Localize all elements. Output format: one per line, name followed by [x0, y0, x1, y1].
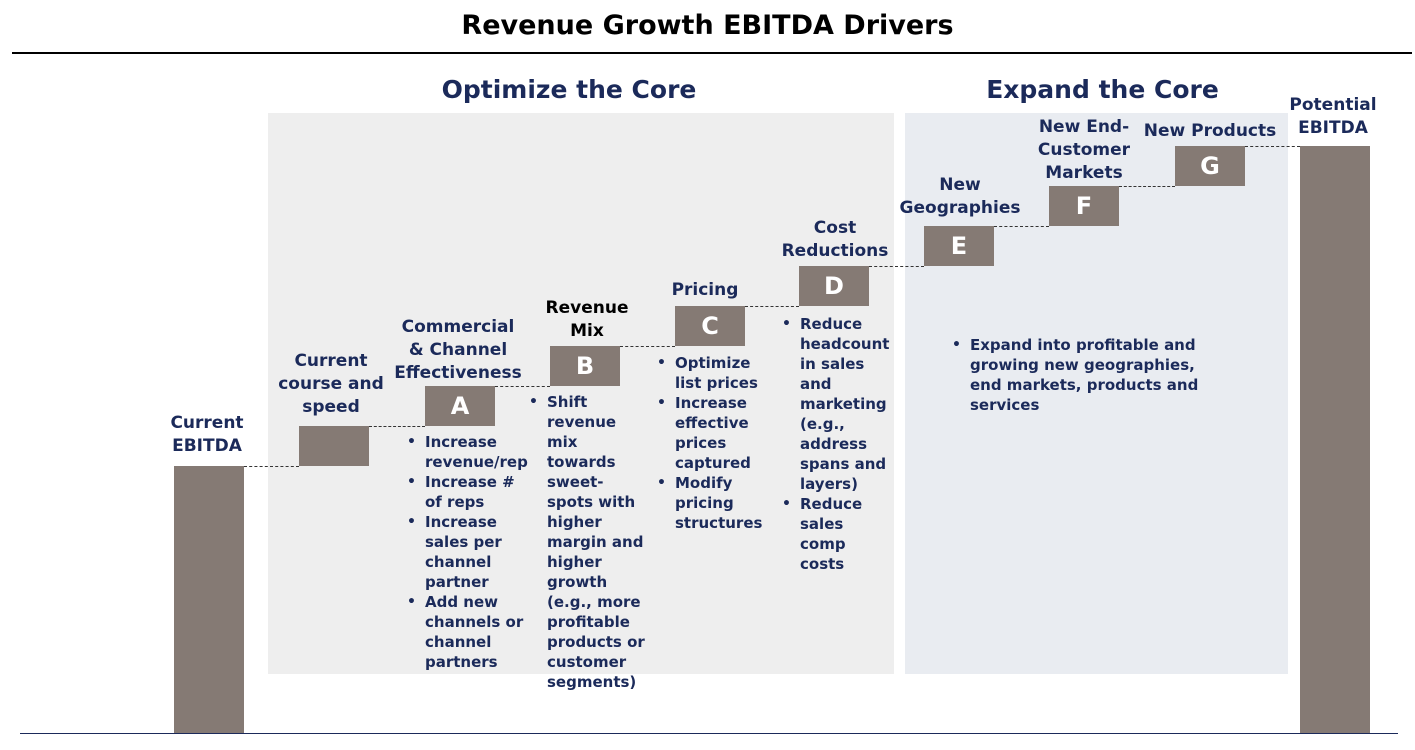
label-line: Mix: [570, 321, 604, 341]
step-f-label: New End- Customer Markets: [1004, 116, 1164, 185]
connector-line: [1245, 146, 1300, 147]
connector-line: [620, 346, 675, 347]
step-b-bullets: Shift revenue mix towards sweet-spots wi…: [528, 392, 646, 692]
current-course-label: Current course and speed: [251, 350, 411, 419]
step-letter: C: [701, 312, 719, 340]
bullet-item: Reduce sales comp costs: [781, 494, 893, 574]
connector-line: [369, 426, 425, 427]
step-letter: G: [1200, 152, 1220, 180]
connector-line: [1119, 186, 1175, 187]
section-title-optimize: Optimize the Core: [441, 75, 697, 104]
label-line: Cost: [813, 218, 857, 238]
label-line: & Channel: [408, 340, 508, 360]
step-letter: D: [824, 272, 844, 300]
label-line: Potential: [1289, 95, 1377, 115]
step-e-label: New Geographies: [880, 174, 1040, 220]
step-d-block: D: [799, 266, 869, 306]
bullet-item: Optimize list prices: [656, 353, 761, 393]
step-letter: B: [575, 352, 595, 380]
label-line: Commercial: [401, 317, 515, 337]
step-letter: E: [950, 232, 968, 260]
connector-line: [745, 306, 799, 307]
step-g-block: G: [1175, 146, 1245, 186]
connector-line: [994, 226, 1049, 227]
step-a-bullets: Increase revenue/rep Increase # of reps …: [406, 432, 531, 672]
label-line: EBITDA: [172, 436, 242, 456]
bullet-item: Increase effective prices captured: [656, 393, 761, 473]
step-b-label: Revenue Mix: [507, 297, 667, 343]
label-line: speed: [302, 397, 360, 417]
step-a-block: A: [425, 386, 495, 426]
step-c-label: Pricing: [625, 279, 785, 302]
label-line: Revenue: [545, 298, 629, 318]
current-ebitda-label: Current EBITDA: [127, 412, 287, 458]
label-line: New: [939, 175, 981, 195]
connector-line: [869, 266, 924, 267]
step-g-label: New Products: [1130, 120, 1290, 143]
step-letter: A: [450, 392, 470, 420]
bullet-item: Expand into profitable and growing new g…: [951, 335, 1231, 415]
label-line: EBITDA: [1298, 118, 1368, 138]
step-b-block: B: [550, 346, 620, 386]
connector-line: [244, 466, 299, 467]
label-line: Effectiveness: [394, 363, 522, 383]
step-d-bullets: Reduce headcount in sales and marketing …: [781, 314, 893, 574]
label-line: Customer: [1037, 140, 1131, 160]
baseline: [20, 733, 1398, 734]
bullet-item: Add new channels or channel partners: [406, 592, 531, 672]
label-line: New End-: [1038, 117, 1130, 137]
current-course-block: [299, 426, 369, 466]
step-c-block: C: [675, 306, 745, 346]
connector-line: [495, 386, 550, 387]
label-line: Reductions: [781, 241, 889, 261]
label-line: New Products: [1143, 121, 1277, 141]
label-line: Geographies: [899, 198, 1021, 218]
step-c-bullets: Optimize list prices Increase effective …: [656, 353, 762, 533]
step-d-label: Cost Reductions: [755, 217, 915, 263]
potential-ebitda-label: Potential EBITDA: [1253, 94, 1413, 140]
title-divider: [12, 52, 1412, 54]
step-a-label: Commercial & Channel Effectiveness: [378, 316, 538, 385]
page-title: Revenue Growth EBITDA Drivers: [461, 10, 954, 41]
label-line: Current: [170, 413, 244, 433]
bullet-item: Modify pricing structures: [656, 473, 762, 533]
step-letter: F: [1075, 192, 1093, 220]
label-line: Pricing: [671, 280, 739, 300]
bullet-item: Increase # of reps: [406, 472, 531, 512]
current-ebitda-bar: [174, 466, 244, 734]
label-line: course and: [278, 374, 384, 394]
bullet-item: Reduce headcount in sales and marketing …: [781, 314, 893, 494]
bullet-item: Shift revenue mix towards sweet-spots wi…: [528, 392, 646, 692]
step-e-block: E: [924, 226, 994, 266]
label-line: Current: [294, 351, 368, 371]
bullet-item: Increase sales per channel partner: [406, 512, 531, 592]
section-title-expand: Expand the Core: [986, 75, 1219, 104]
step-f-block: F: [1049, 186, 1119, 226]
label-line: Markets: [1045, 163, 1123, 183]
bullet-item: Increase revenue/rep: [406, 432, 531, 472]
potential-ebitda-bar: [1300, 146, 1370, 734]
expand-bullets: Expand into profitable and growing new g…: [951, 335, 1231, 415]
